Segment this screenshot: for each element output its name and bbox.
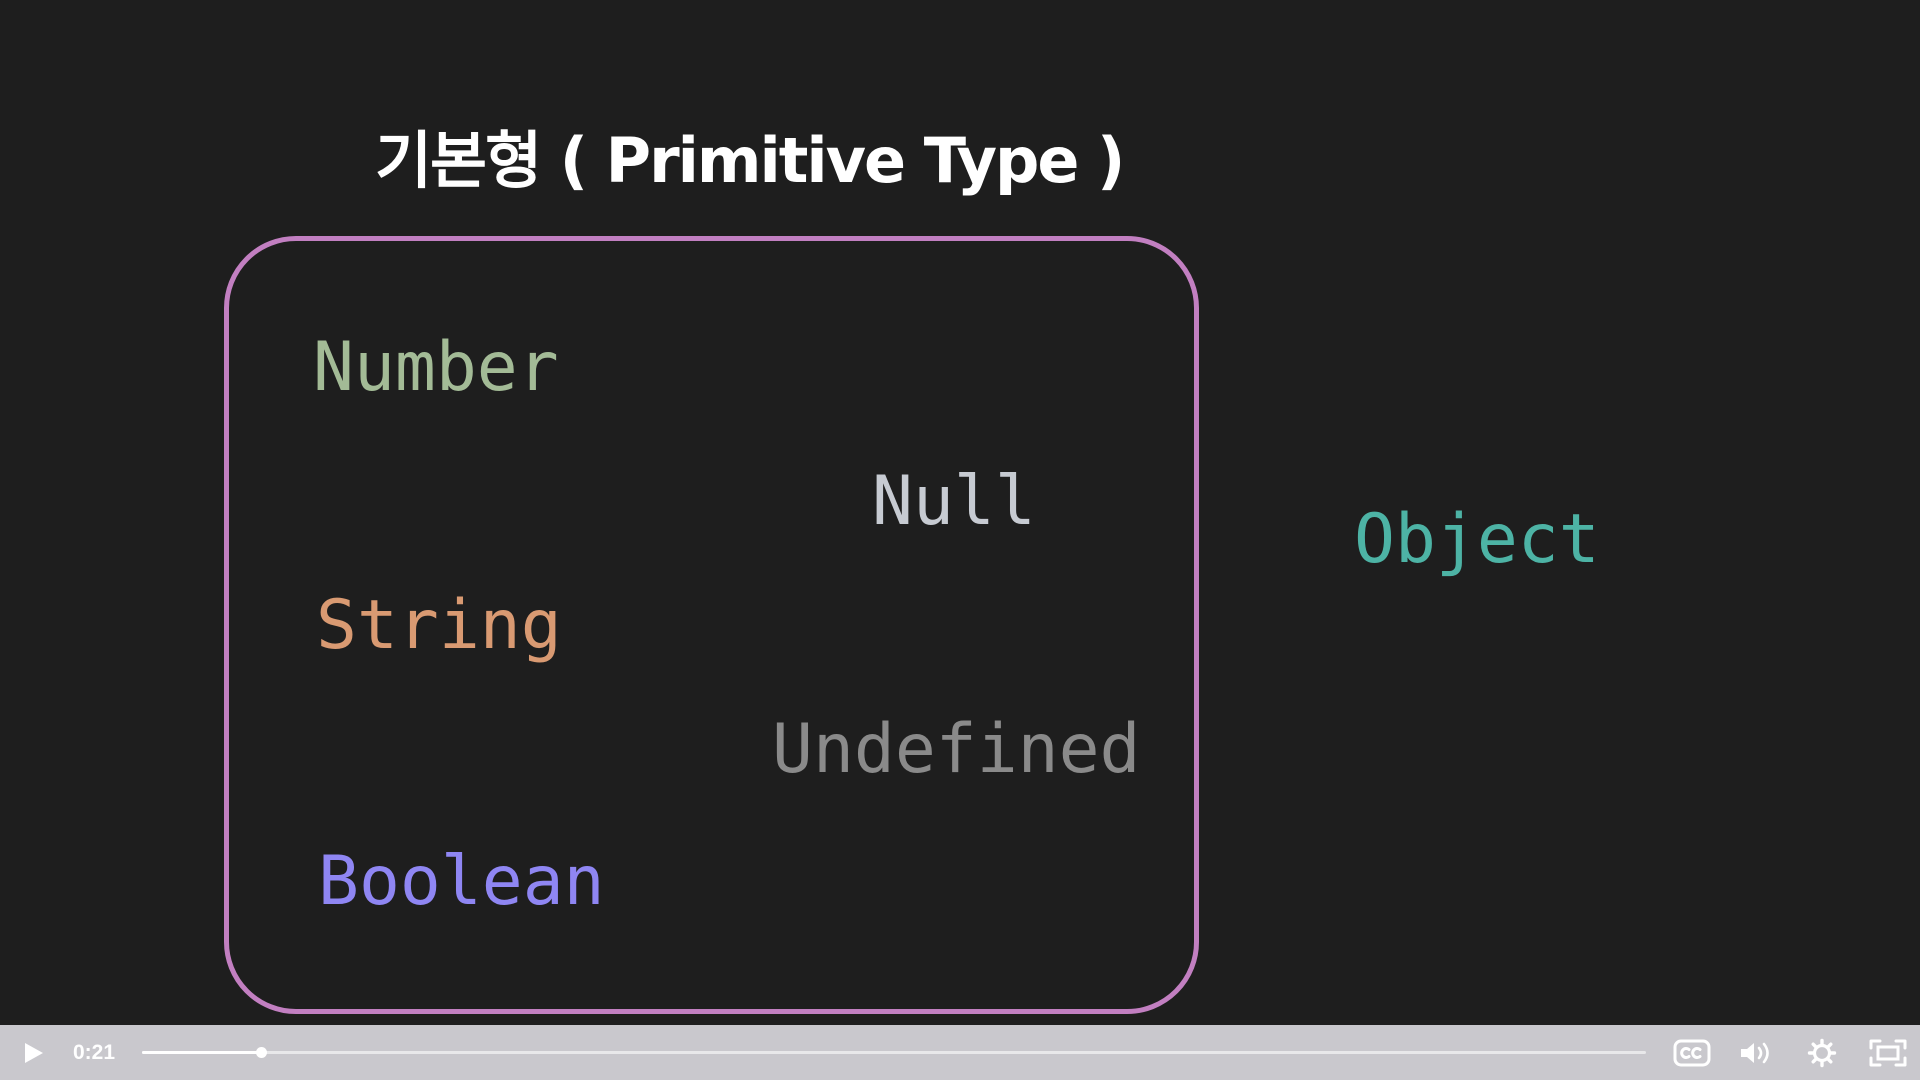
type-label-boolean: Boolean	[318, 842, 605, 921]
fullscreen-icon	[1869, 1039, 1907, 1066]
progress-thumb[interactable]	[255, 1047, 267, 1058]
volume-button[interactable]	[1734, 1025, 1778, 1080]
captions-button[interactable]	[1670, 1025, 1714, 1080]
progress-bar[interactable]	[142, 1047, 1646, 1058]
fullscreen-button[interactable]	[1866, 1025, 1910, 1080]
settings-button[interactable]	[1800, 1025, 1844, 1080]
type-label-null: Null	[872, 462, 1036, 541]
play-button[interactable]	[14, 1025, 54, 1080]
type-label-number: Number	[313, 328, 559, 407]
primitive-types-box	[224, 236, 1199, 1014]
video-frame[interactable]: 기본형 ( Primitive Type ) Number Null Strin…	[0, 0, 1920, 1025]
slide-title: 기본형 ( Primitive Type )	[375, 124, 1125, 197]
volume-icon	[1741, 1042, 1769, 1063]
closed-captions-icon	[1673, 1039, 1711, 1066]
current-time: 0:21	[73, 1041, 116, 1064]
play-icon	[25, 1042, 43, 1063]
gear-icon	[1807, 1038, 1837, 1067]
type-label-undefined: Undefined	[772, 710, 1141, 789]
type-label-string: String	[316, 586, 562, 665]
progress-fill	[142, 1051, 261, 1054]
video-control-bar: 0:21	[0, 1025, 1920, 1080]
type-label-object: Object	[1354, 500, 1600, 579]
